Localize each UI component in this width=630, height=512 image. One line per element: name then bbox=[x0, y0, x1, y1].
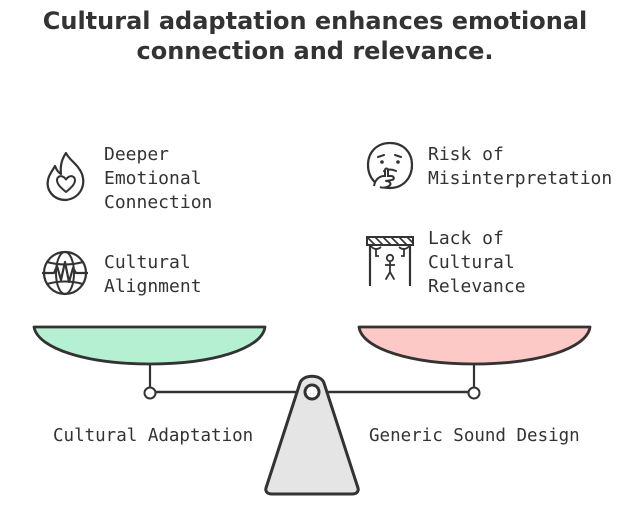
benefit-1-line-1: Deeper bbox=[104, 144, 170, 165]
benefit-deeper-emotional-connection: Deeper Emotional Connection bbox=[104, 143, 212, 215]
risk-2-line-2: Cultural bbox=[428, 252, 515, 273]
right-pan-fill bbox=[359, 327, 590, 364]
globe-wave-icon bbox=[42, 250, 88, 296]
right-pivot bbox=[467, 386, 481, 400]
risk-2-line-1: Lack of bbox=[428, 228, 504, 249]
left-side-label: Cultural Adaptation bbox=[53, 426, 254, 446]
right-pan bbox=[357, 325, 592, 366]
flame-heart-icon bbox=[46, 151, 85, 202]
title-line-2: connection and relevance. bbox=[136, 37, 494, 65]
benefit-2-line-1: Cultural bbox=[104, 252, 191, 273]
benefit-1-line-2: Emotional bbox=[104, 168, 202, 189]
fulcrum bbox=[264, 374, 360, 496]
confused-face-icon bbox=[366, 141, 414, 190]
risk-2-line-3: Relevance bbox=[428, 276, 526, 297]
risk-1-line-2: Misinterpretation bbox=[428, 168, 613, 189]
risk-1-line-1: Risk of bbox=[428, 144, 504, 165]
benefit-1-line-3: Connection bbox=[104, 192, 213, 213]
right-side-label: Generic Sound Design bbox=[369, 426, 580, 446]
diagram-title: Cultural adaptation enhances emotional c… bbox=[0, 6, 630, 66]
empty-stage-icon bbox=[366, 236, 414, 286]
risk-lack-of-cultural-relevance: Lack of Cultural Relevance bbox=[428, 227, 526, 299]
left-pivot bbox=[143, 386, 157, 400]
fulcrum-pivot bbox=[303, 383, 321, 401]
risk-misinterpretation: Risk of Misinterpretation bbox=[428, 143, 612, 191]
benefit-2-line-2: Alignment bbox=[104, 276, 202, 297]
title-line-1: Cultural adaptation enhances emotional bbox=[42, 7, 588, 35]
left-pan bbox=[32, 325, 267, 366]
left-pan-fill bbox=[34, 327, 265, 364]
benefit-cultural-alignment: Cultural Alignment bbox=[104, 251, 202, 299]
